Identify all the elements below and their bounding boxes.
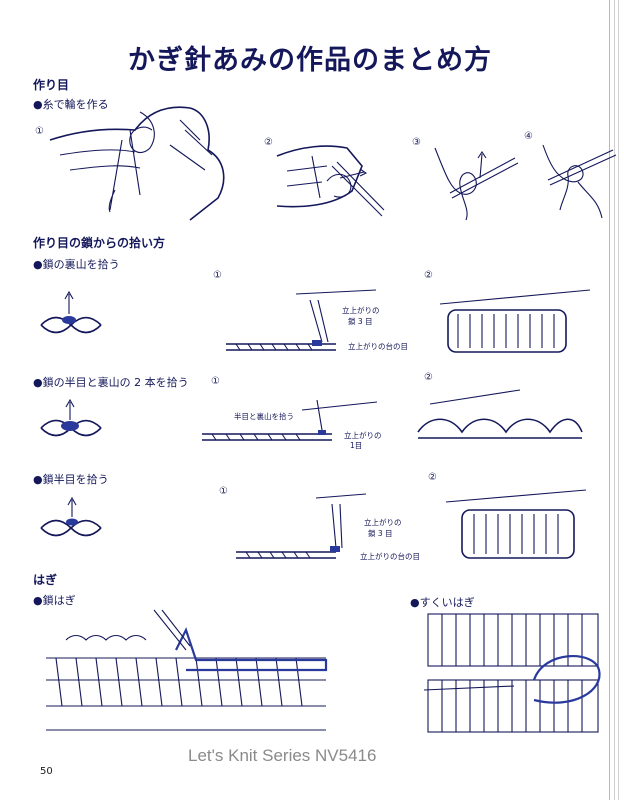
hanme2-note-3: 立上がりの台の目 xyxy=(360,552,420,561)
hanme-step-1: ① xyxy=(211,376,220,387)
sukui-hagi-diagram xyxy=(423,613,601,733)
kusari-hagi-diagram xyxy=(46,609,328,731)
label-hanme-urayama: ●鎖の半目と裏山の 2 本を拾う xyxy=(33,376,189,389)
hanme2-step2-diagram xyxy=(445,489,587,559)
label-kusari-hagi: ●鎖はぎ xyxy=(33,594,76,607)
chain-hanme-closeup xyxy=(40,496,102,537)
heading-hagi: はぎ xyxy=(33,573,58,587)
book-spine-edge xyxy=(609,0,624,800)
chain-hanme-urayama-closeup xyxy=(40,398,102,437)
ura-yama-note-2: 鎖 3 目 xyxy=(348,317,373,326)
hook-loop-illustration-4 xyxy=(542,144,617,219)
page-title: かぎ針あみの作品のまとめ方 xyxy=(128,45,492,76)
heading-hiroikata: 作り目の鎖からの拾い方 xyxy=(33,236,166,250)
step-3: ③ xyxy=(412,137,421,148)
hanme-step2-diagram xyxy=(417,389,583,439)
hanme-note-1: 半目と裏山を拾う xyxy=(234,412,294,421)
hand-loop-illustration-2 xyxy=(276,145,385,217)
step-1: ① xyxy=(35,126,44,137)
ura-yama-step-2: ② xyxy=(424,270,433,281)
urayama-step1-diagram xyxy=(226,289,377,351)
label-kusari-hanme: ●鎖半目を拾う xyxy=(33,473,109,486)
label-sukui-hagi: ●すくいはぎ xyxy=(410,596,475,609)
hanme-note-2: 立上がりの xyxy=(344,431,382,440)
label-ura-yama: ●鎖の裏山を拾う xyxy=(33,258,120,271)
ura-yama-step-1: ① xyxy=(213,270,222,281)
hanme-step1-diagram xyxy=(202,399,378,441)
hook-loop-illustration-3 xyxy=(434,147,519,221)
hanme2-step1-diagram xyxy=(236,493,367,559)
page-number: 50 xyxy=(40,766,53,777)
chain-urayama-closeup xyxy=(40,290,102,334)
heading-tsukurime: 作り目 xyxy=(33,78,70,92)
sub-ito-wa: ●糸で輪を作る xyxy=(33,98,109,111)
hanme-step-2: ② xyxy=(424,372,433,383)
urayama-step2-diagram xyxy=(439,289,591,353)
hanme2-step-1: ① xyxy=(219,486,228,497)
step-2: ② xyxy=(264,137,273,148)
footer-series: Let's Knit Series NV5416 xyxy=(188,746,377,765)
ura-yama-note-1: 立上がりの xyxy=(342,306,380,315)
hand-loop-illustration-1 xyxy=(49,106,225,221)
hanme-note-3: 1目 xyxy=(350,441,363,450)
ura-yama-note-3: 立上がりの台の目 xyxy=(348,342,408,351)
hanme2-step-2: ② xyxy=(428,472,437,483)
step-4: ④ xyxy=(524,131,533,142)
hanme2-note-2: 鎖 3 目 xyxy=(368,529,393,538)
hanme2-note-1: 立上がりの xyxy=(364,518,402,527)
